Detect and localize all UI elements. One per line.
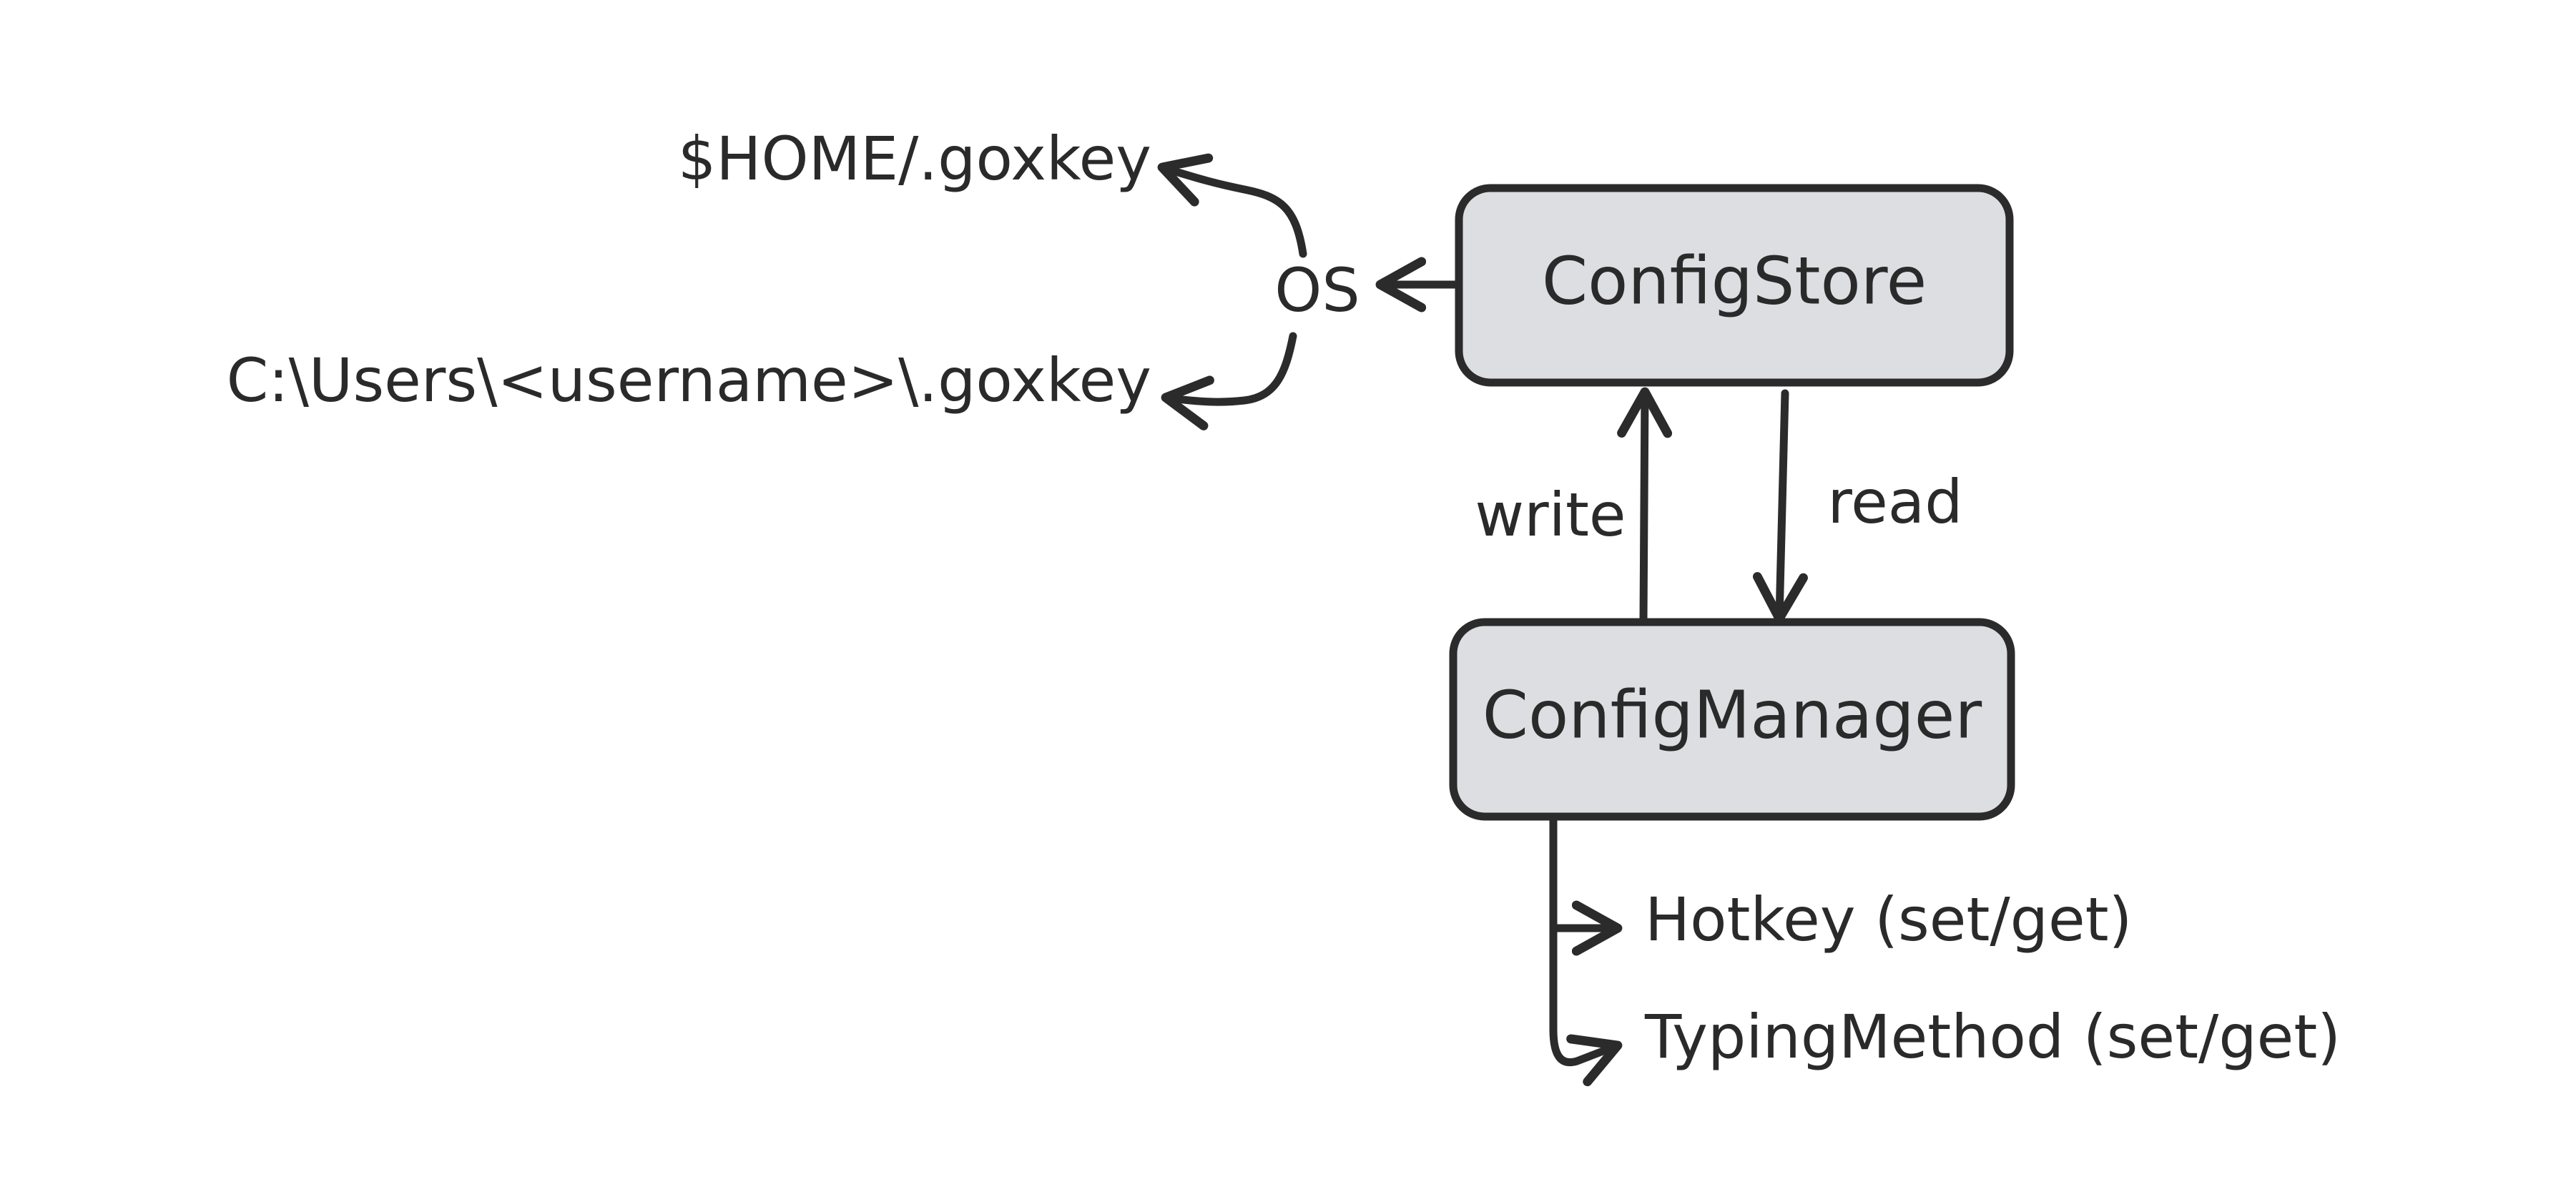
read-edge bbox=[1752, 389, 1808, 624]
os-to-windows-edge bbox=[1161, 332, 1297, 430]
hotkey-label: Hotkey (set/get) bbox=[1645, 885, 2132, 955]
home-path-label: $HOME/.goxkey bbox=[678, 124, 1151, 194]
write-label: write bbox=[1475, 480, 1626, 550]
config-manager-node: ConfigManager bbox=[1449, 618, 2015, 821]
read-label: read bbox=[1827, 467, 1962, 537]
config-store-label: ConfigStore bbox=[1542, 242, 1927, 319]
os-to-home-edge bbox=[1157, 153, 1307, 258]
config-manager-label: ConfigManager bbox=[1483, 676, 1982, 753]
manager-branch-trunk bbox=[1549, 814, 1623, 1087]
typing-method-label: TypingMethod (set/get) bbox=[1644, 1002, 2341, 1072]
config-store-node: ConfigStore bbox=[1455, 184, 2014, 387]
windows-path-label: C:\Users\<username>\.goxkey bbox=[227, 345, 1151, 415]
write-edge bbox=[1617, 387, 1673, 625]
os-label: OS bbox=[1274, 255, 1360, 325]
